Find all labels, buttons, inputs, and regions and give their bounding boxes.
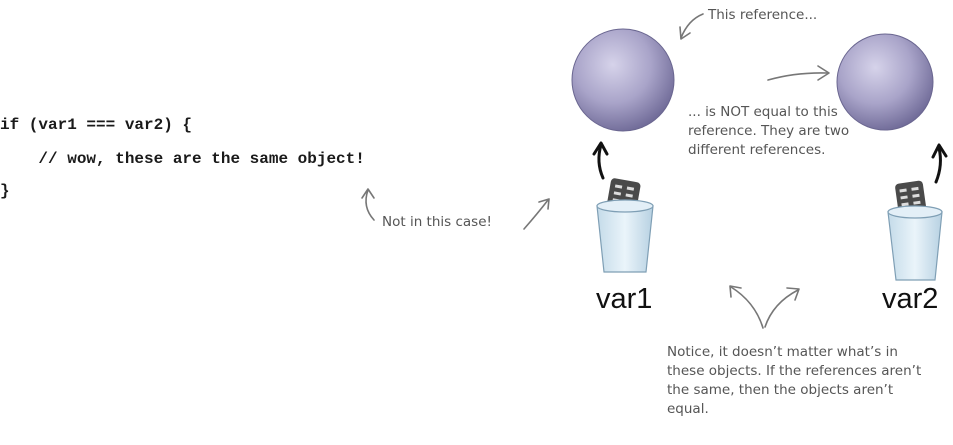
arrow-icon	[729, 285, 764, 329]
arrow-icon	[767, 65, 830, 81]
cup-icon	[887, 205, 943, 281]
code-line-if: if (var1 === var2) {	[0, 116, 193, 134]
object-sphere-icon	[836, 33, 934, 131]
cup-icon	[596, 199, 654, 273]
arrow-icon	[523, 198, 550, 230]
arrow-icon	[764, 287, 800, 328]
annotation-not-equal: ... is NOT equal to this reference. They…	[688, 104, 850, 158]
arrow-icon	[361, 188, 375, 221]
annotation-this-reference: This reference...	[708, 7, 818, 23]
reference-arrow-icon	[592, 141, 609, 180]
arrow-icon	[679, 13, 704, 40]
object-sphere-icon	[571, 28, 675, 132]
reference-arrow-icon	[931, 143, 948, 184]
annotation-notice: Notice, it doesn’t matter what’s in thes…	[667, 344, 922, 417]
annotation-not-in-this-case: Not in this case!	[382, 214, 492, 230]
variable-label-var1: var1	[596, 283, 653, 315]
variable-label-var2: var2	[882, 283, 939, 315]
code-line-comment: // wow, these are the same object!	[0, 150, 365, 168]
code-line-close: }	[0, 182, 10, 200]
